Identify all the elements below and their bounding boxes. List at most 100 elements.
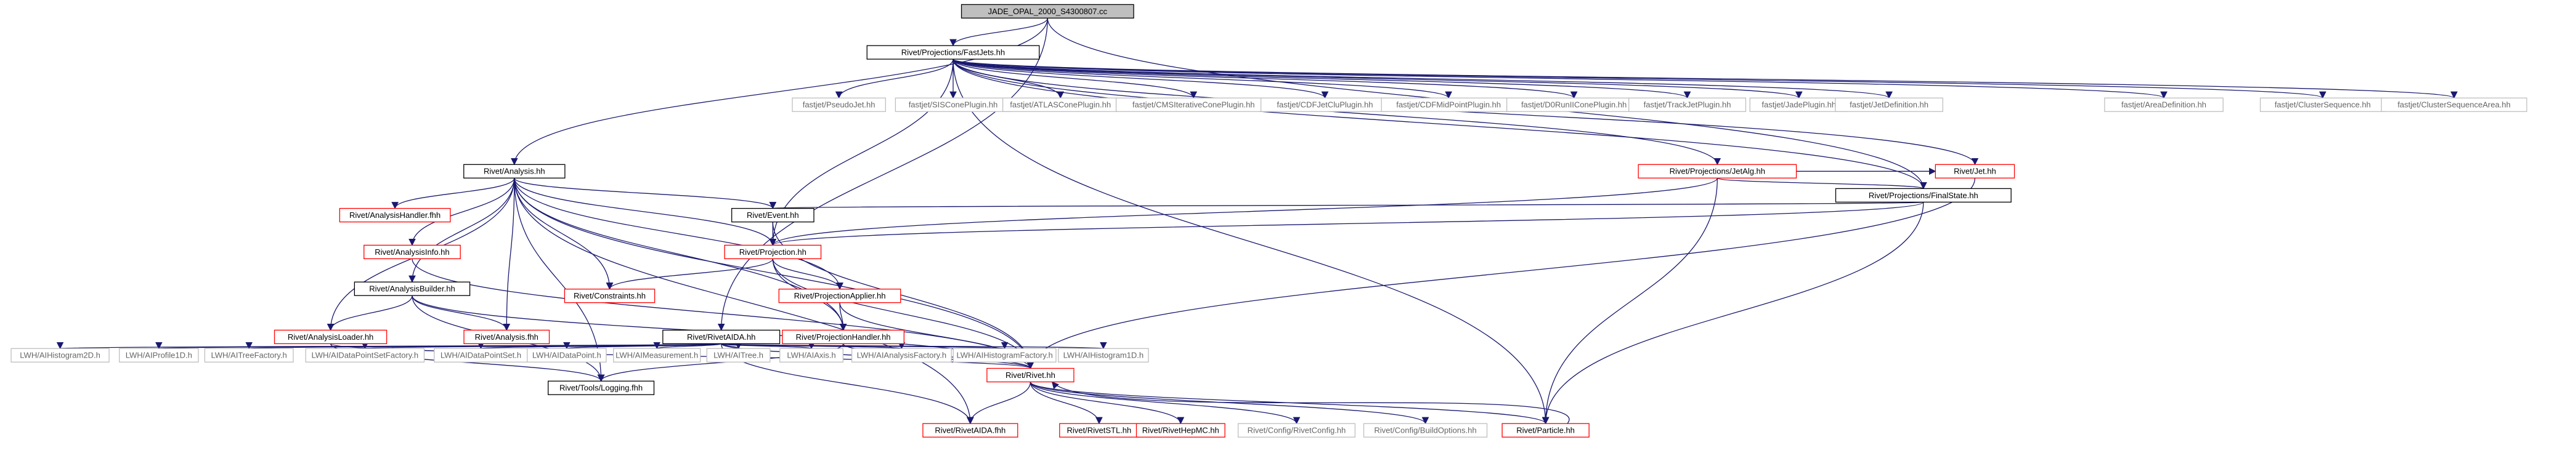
node-label-lwtreefactory: LWH/AITreeFactory.h (211, 351, 287, 360)
edge-fastjets-to-cdfjetclu (953, 58, 1329, 99)
node-box-lwanalysisfactory (851, 348, 952, 363)
node-logging[interactable]: Rivet/Tools/Logging.fhh (548, 380, 655, 395)
node-label-lwprofile1d: LWH/AIProfile1D.h (126, 351, 192, 360)
node-lwhist2d: LWH/AIHistogram2D.h (10, 348, 110, 363)
edge-fastjets-to-cdfmidpoint (953, 58, 1452, 99)
node-atlascone: fastjet/ATLASConePlugin.hh (1002, 97, 1119, 112)
node-label-rivethepmc: Rivet/RivetHepMC.hh (1142, 426, 1219, 435)
edge-analysis_hh-to-rivet_hh (514, 178, 1034, 369)
node-label-lwtree: LWH/AITree.h (713, 351, 763, 360)
node-label-analysishandler: Rivet/AnalysisHandler.fhh (349, 210, 441, 220)
edge-fastjets-to-cmsiter (953, 58, 1197, 99)
node-box-finalstate (1835, 188, 2012, 203)
node-label-lwanalysisfactory: LWH/AIAnalysisFactory.h (857, 351, 946, 360)
node-analysis_hh[interactable]: Rivet/Analysis.hh (463, 164, 566, 178)
edge-finalstate-to-particle_hh (1542, 202, 1924, 425)
node-label-projhandler: Rivet/ProjectionHandler.hh (796, 332, 891, 342)
node-label-areadef: fastjet/AreaDefinition.hh (2121, 100, 2206, 110)
node-analysishandler[interactable]: Rivet/AnalysisHandler.fhh (339, 207, 451, 223)
edge-rivetaida_hh-to-lwdp (563, 342, 722, 350)
node-d0runii: fastjet/D0RunIIConePlugin.hh (1506, 97, 1642, 112)
node-label-jade: fastjet/JadePlugin.hh (1761, 100, 1836, 110)
node-box-rivetaida_hh (662, 329, 781, 345)
node-box-logging (548, 380, 655, 395)
node-lwdpsfactory: LWH/AIDataPointSetFactory.h (305, 348, 425, 363)
node-cmsiter: fastjet/CMSIterativeConePlugin.hh (1115, 97, 1272, 112)
node-box-rivet_hh (986, 367, 1075, 383)
node-box-analysisloader (274, 329, 388, 345)
node-box-jetdef (1835, 97, 1943, 112)
node-box-root (961, 4, 1134, 19)
node-projection_hh[interactable]: Rivet/Projection.hh (724, 244, 822, 260)
node-box-jet_hh (1935, 164, 2015, 178)
node-box-lwaxis (779, 348, 843, 363)
node-analysisinfo[interactable]: Rivet/AnalysisInfo.hh (364, 244, 461, 260)
edge-fastjets-to-jetdef (953, 58, 1893, 99)
node-box-analysis_hh (463, 164, 566, 178)
node-lwdp: LWH/AIDataPoint.h (527, 348, 607, 363)
node-box-analysisbuilder (354, 281, 471, 296)
node-label-jetdef: fastjet/JetDefinition.hh (1850, 100, 1928, 110)
edge-root-to-fastjets (949, 18, 1048, 47)
edge-fastjets-to-particle_hh (953, 59, 1550, 425)
node-label-cdfmidpoint: fastjet/CDFMidPointPlugin.hh (1396, 100, 1501, 110)
node-rivet_hh[interactable]: Rivet/Rivet.hh (986, 367, 1075, 383)
edge-root-to-rivetaida_hh (717, 18, 1048, 331)
edge-projapplier-to-projhandler (839, 302, 847, 331)
node-label-lwdp: LWH/AIDataPoint.h (532, 351, 601, 360)
edge-projection_hh-to-projapplier (772, 259, 843, 290)
node-fastjets[interactable]: Rivet/Projections/FastJets.hh (866, 45, 1040, 60)
node-label-clusterseq: fastjet/ClusterSequence.hh (2275, 100, 2371, 110)
node-analysis_fhh[interactable]: Rivet/Analysis.fhh (463, 329, 550, 345)
edge-rivet_hh-to-rivetaida_fhh (967, 382, 1031, 425)
node-label-analysisloader: Rivet/AnalysisLoader.hh (288, 332, 373, 342)
node-label-lwhistfactory: LWH/AIHistogramFactory.h (956, 351, 1052, 360)
node-finalstate[interactable]: Rivet/Projections/FinalState.hh (1835, 188, 2012, 203)
node-lwprofile1d: LWH/AIProfile1D.h (119, 348, 199, 363)
edge-analysis_hh-to-analysisbuilder (408, 178, 515, 283)
node-label-event_hh: Rivet/Event.hh (747, 210, 799, 220)
node-root[interactable]: JADE_OPAL_2000_S4300807.cc (961, 4, 1134, 19)
node-box-analysishandler (339, 207, 451, 223)
node-label-projection_hh: Rivet/Projection.hh (739, 247, 807, 257)
node-analysisloader[interactable]: Rivet/AnalysisLoader.hh (274, 329, 388, 345)
node-rivetaida_hh[interactable]: Rivet/RivetAIDA.hh (662, 329, 781, 345)
node-pseudojet: fastjet/PseudoJet.hh (792, 97, 886, 112)
node-constraints[interactable]: Rivet/Constraints.hh (564, 289, 656, 303)
node-event_hh[interactable]: Rivet/Event.hh (731, 207, 815, 223)
node-label-rivetaida_fhh: Rivet/RivetAIDA.fhh (935, 426, 1006, 435)
node-label-cdfjetclu: fastjet/CDFJetCluPlugin.hh (1277, 100, 1373, 110)
node-rivetaida_fhh[interactable]: Rivet/RivetAIDA.fhh (922, 423, 1018, 438)
node-lwaxis: LWH/AIAxis.h (779, 348, 843, 363)
node-cdfjetclu: fastjet/CDFJetCluPlugin.hh (1260, 97, 1389, 112)
node-label-trackjet: fastjet/TrackJetPlugin.hh (1644, 100, 1731, 110)
node-box-projapplier (778, 289, 901, 303)
node-particle_hh[interactable]: Rivet/Particle.hh (1501, 423, 1590, 438)
node-analysisbuilder[interactable]: Rivet/AnalysisBuilder.hh (354, 281, 471, 296)
edge-analysis_hh-to-analysis_fhh (503, 178, 515, 331)
node-jet_hh[interactable]: Rivet/Jet.hh (1935, 164, 2015, 178)
edge-analysis_hh-to-projection_hh (514, 178, 777, 246)
node-box-lwtreefactory (204, 348, 294, 363)
node-projhandler[interactable]: Rivet/ProjectionHandler.hh (782, 329, 904, 345)
edge-rivet_hh-to-rivethepmc (1030, 382, 1185, 425)
edge-fastjets-to-areadef (953, 58, 2168, 99)
node-label-pseudojet: fastjet/PseudoJet.hh (803, 100, 876, 110)
edge-finalstate-to-event_hh (771, 201, 1924, 209)
node-siscone: fastjet/SISConePlugin.hh (895, 97, 1012, 112)
node-jetalg[interactable]: Rivet/Projections/JetAlg.hh (1638, 164, 1797, 178)
node-label-analysis_hh: Rivet/Analysis.hh (484, 167, 545, 176)
node-rivethepmc[interactable]: Rivet/RivetHepMC.hh (1136, 423, 1225, 438)
node-rivetstl[interactable]: Rivet/RivetSTL.hh (1059, 423, 1139, 438)
node-box-lwhistfactory (953, 348, 1057, 363)
node-projapplier[interactable]: Rivet/ProjectionApplier.hh (778, 289, 901, 303)
node-lwtree: LWH/AITree.h (706, 348, 771, 363)
header-nodes: JADE_OPAL_2000_S4300807.ccRivet/Projecti… (10, 4, 2527, 438)
node-label-lwmeas: LWH/AIMeasurement.h (616, 351, 698, 360)
node-label-d0runii: fastjet/D0RunIIConePlugin.hh (1521, 100, 1627, 110)
node-jade: fastjet/JadePlugin.hh (1749, 97, 1848, 112)
node-lwanalysisfactory: LWH/AIAnalysisFactory.h (851, 348, 952, 363)
edge-analysis_hh-to-analysisinfo (408, 178, 515, 246)
node-label-root: JADE_OPAL_2000_S4300807.cc (988, 7, 1108, 16)
node-label-cmsiter: fastjet/CMSIterativeConePlugin.hh (1132, 100, 1255, 110)
